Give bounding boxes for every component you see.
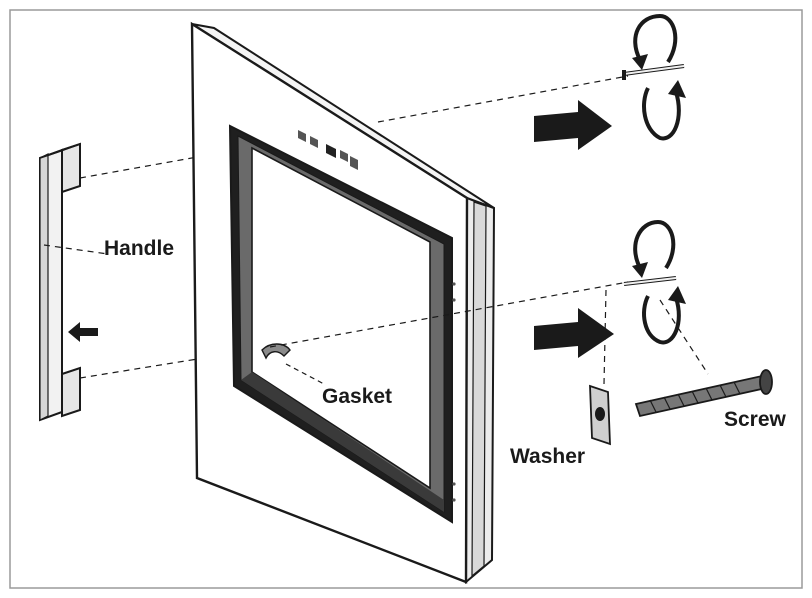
screw-guide-top xyxy=(377,75,629,123)
gasket-label-leader xyxy=(285,363,325,385)
screw xyxy=(634,369,773,418)
handle-top-cap xyxy=(39,143,81,159)
indicator-light xyxy=(310,136,318,148)
screw-body-guide xyxy=(659,299,709,375)
screw-hole xyxy=(452,282,456,286)
bottom-screw-assembly xyxy=(534,220,686,358)
rotate-cw-icon xyxy=(633,14,661,61)
screw-hole xyxy=(452,298,456,302)
screw-guide-bottom xyxy=(269,281,629,348)
rotate-cw-icon xyxy=(633,220,659,269)
handle-guide-lines xyxy=(43,153,217,379)
handle-label: Handle xyxy=(104,237,175,260)
screw-hole xyxy=(452,498,456,502)
screw-label: Screw xyxy=(724,408,786,431)
handle-bar-edge xyxy=(39,153,49,421)
arrow-right-icon xyxy=(534,100,612,150)
door-side-inner xyxy=(471,201,487,578)
indicator-light xyxy=(350,156,358,170)
door-window-bottom-shadow xyxy=(241,372,444,512)
gasket-clip xyxy=(261,343,291,360)
arrow-right-icon xyxy=(534,308,614,358)
handle-bottom-mount xyxy=(61,366,81,418)
indicator-light xyxy=(340,150,348,162)
screw-head xyxy=(759,369,773,395)
washer-label: Washer xyxy=(510,445,586,468)
gasket-label: Gasket xyxy=(322,385,393,408)
arrow-left-icon xyxy=(68,322,98,342)
screw-thread xyxy=(649,381,741,413)
oven-door xyxy=(190,21,496,585)
top-screw-tip xyxy=(622,70,626,80)
indicator-light xyxy=(298,130,306,142)
rotate-cw-icon xyxy=(642,295,681,345)
indicator-display xyxy=(326,144,336,158)
washer-hole xyxy=(595,407,605,421)
handle-guide-top xyxy=(79,153,215,179)
handle-top-mount xyxy=(61,142,81,194)
door-glass xyxy=(251,146,431,490)
top-screw-assembly xyxy=(534,14,686,150)
handle-guide-bottom xyxy=(79,355,217,379)
rotate-cw-icon xyxy=(642,87,681,141)
image-frame xyxy=(9,9,803,589)
door-handle xyxy=(39,142,98,422)
screw-hole xyxy=(452,482,456,486)
control-panel xyxy=(298,130,358,170)
washer xyxy=(589,384,611,446)
